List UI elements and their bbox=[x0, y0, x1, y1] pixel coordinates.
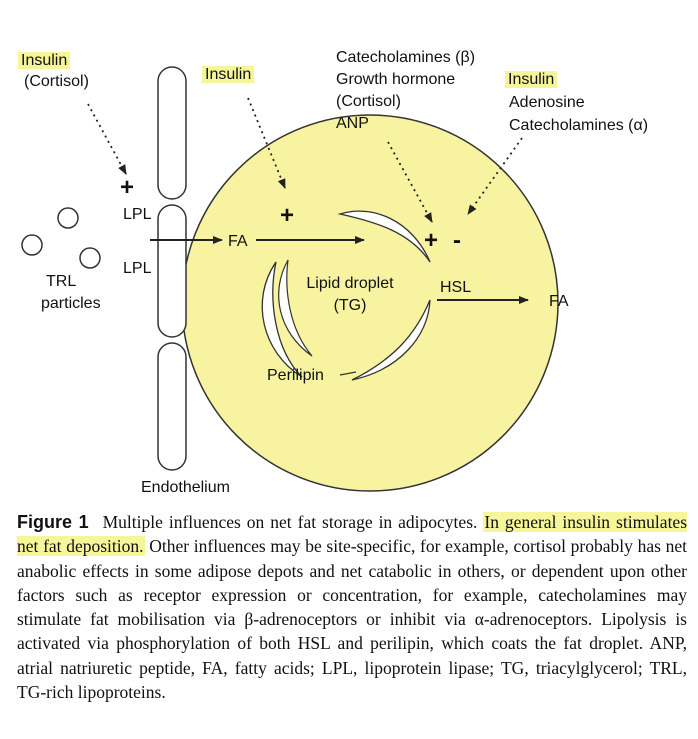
label-adenosine: Adenosine bbox=[509, 94, 585, 111]
sign-plus-hsl: + bbox=[424, 227, 439, 254]
caption-sentence-1: Multiple influences on net fat storage i… bbox=[102, 512, 478, 532]
label-trl: TRL bbox=[46, 273, 77, 290]
label-catecholamines-alpha: Catecholamines (α) bbox=[509, 117, 649, 134]
adipocyte-diagram: Insulin (Cortisol) Insulin Catecholamine… bbox=[18, 49, 649, 496]
insulin-cell-arrow bbox=[247, 97, 286, 189]
label-lpl-bottom: LPL bbox=[123, 260, 152, 277]
label-fa-in: FA bbox=[228, 233, 248, 250]
perilipin-pointer bbox=[339, 371, 357, 376]
perilipin-crescent-right bbox=[351, 299, 431, 381]
endothelium-segment-bottom bbox=[157, 342, 187, 471]
diagram-graphics bbox=[21, 66, 559, 492]
endothelium-segment-top bbox=[157, 66, 187, 200]
label-cortisol-left: (Cortisol) bbox=[24, 73, 89, 90]
highlight-insulin-mid: Insulin bbox=[202, 66, 255, 83]
caption-remainder: Other influences may be site-specific, f… bbox=[17, 536, 687, 703]
label-lpl-top: LPL bbox=[123, 206, 152, 223]
sign-plus-lpl: + bbox=[120, 174, 135, 201]
trl-particle bbox=[21, 234, 43, 256]
trl-particle bbox=[79, 247, 101, 269]
endothelium-segment-middle bbox=[157, 204, 187, 338]
label-endothelium: Endothelium bbox=[141, 479, 230, 496]
perilipin-crescent-inner bbox=[278, 259, 313, 357]
highlight-insulin-right: Insulin bbox=[505, 71, 558, 88]
insulin-cortisol-lpl-arrow bbox=[87, 103, 127, 175]
perilipin-crescent-left bbox=[261, 261, 303, 378]
label-insulin-right: Insulin bbox=[505, 70, 558, 90]
sign-plus-insulin: + bbox=[280, 202, 295, 229]
label-insulin-mid: Insulin bbox=[202, 65, 255, 85]
figure-caption: Figure 1 Multiple influences on net fat … bbox=[17, 510, 688, 704]
perilipin-crescent-top bbox=[337, 210, 431, 263]
label-hsl: HSL bbox=[440, 279, 472, 296]
label-catecholamines-beta: Catecholamines (β) bbox=[336, 49, 476, 66]
sign-minus-hsl: - bbox=[453, 227, 461, 254]
trl-particle bbox=[57, 207, 79, 229]
caption-figure-label: Figure 1 bbox=[17, 512, 89, 532]
label-cortisol-mid: (Cortisol) bbox=[336, 93, 401, 110]
label-insulin-left: Insulin bbox=[18, 51, 71, 71]
label-lipid-droplet: Lipid droplet bbox=[306, 275, 394, 292]
label-lipid-droplet-tg: (TG) bbox=[333, 297, 367, 314]
label-growth-hormone: Growth hormone bbox=[336, 71, 456, 88]
label-fa-out: FA bbox=[549, 293, 569, 310]
highlight-insulin-left: Insulin bbox=[18, 52, 71, 69]
label-perilipin: Perilipin bbox=[267, 367, 324, 384]
label-trl-particles: particles bbox=[41, 295, 101, 312]
label-anp: ANP bbox=[336, 115, 369, 132]
